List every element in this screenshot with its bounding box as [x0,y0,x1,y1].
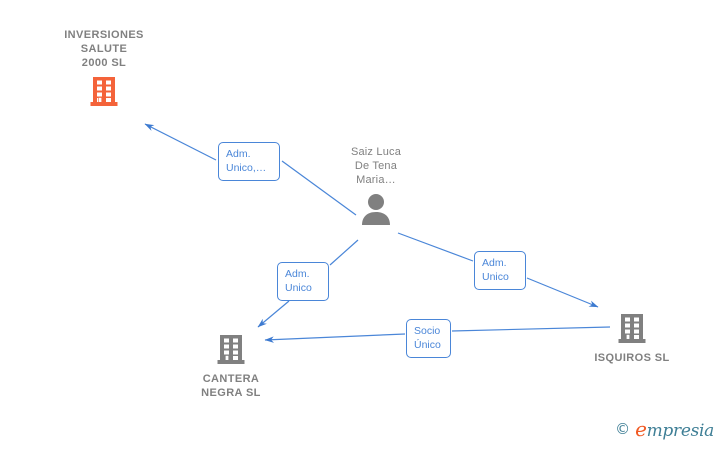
edge-line-cantera [329,239,359,266]
copyright-icon: © [615,420,631,438]
edge-line-cantera-head [257,300,290,328]
brand-rest: mpresia [646,421,715,441]
building-icon [89,76,119,108]
node-saiz-luca-de-tena[interactable]: Saiz Luca De Tena Maria… [301,145,451,225]
node-cantera-negra[interactable]: CANTERA NEGRA SL [156,334,306,400]
brand-name: empresia [635,419,714,440]
edge-label-adm-unico-isquiros[interactable]: Adm. Unico [474,251,526,290]
edge-label-adm-unico-salute[interactable]: Adm. Unico,… [218,142,280,181]
person-icon [359,193,393,225]
node-label-inversiones-salute: INVERSIONES SALUTE 2000 SL [64,29,144,69]
edge-line-salute [281,160,357,216]
empresia-watermark: © empresia [615,419,714,440]
edge-line-isquiros [397,232,474,262]
node-inversiones-salute[interactable]: INVERSIONES SALUTE 2000 SL [29,28,179,108]
building-icon [216,334,246,366]
edge-label-adm-unico-cantera[interactable]: Adm. Unico [277,262,329,301]
edge-label-socio-unico[interactable]: Socio Único [406,319,451,358]
brand-initial: e [635,417,647,441]
building-icon [617,313,647,345]
node-label-saiz-luca-de-tena: Saiz Luca De Tena Maria… [350,146,402,186]
node-label-cantera-negra: CANTERA NEGRA SL [201,373,261,399]
edge-line-socio [451,326,611,332]
edge-line-isquiros-head [526,277,599,308]
edge-line-socio-head [264,333,406,343]
node-isquiros[interactable]: ISQUIROS SL [557,313,707,365]
node-label-isquiros: ISQUIROS SL [594,352,670,364]
edge-line-salute-head [144,123,217,161]
